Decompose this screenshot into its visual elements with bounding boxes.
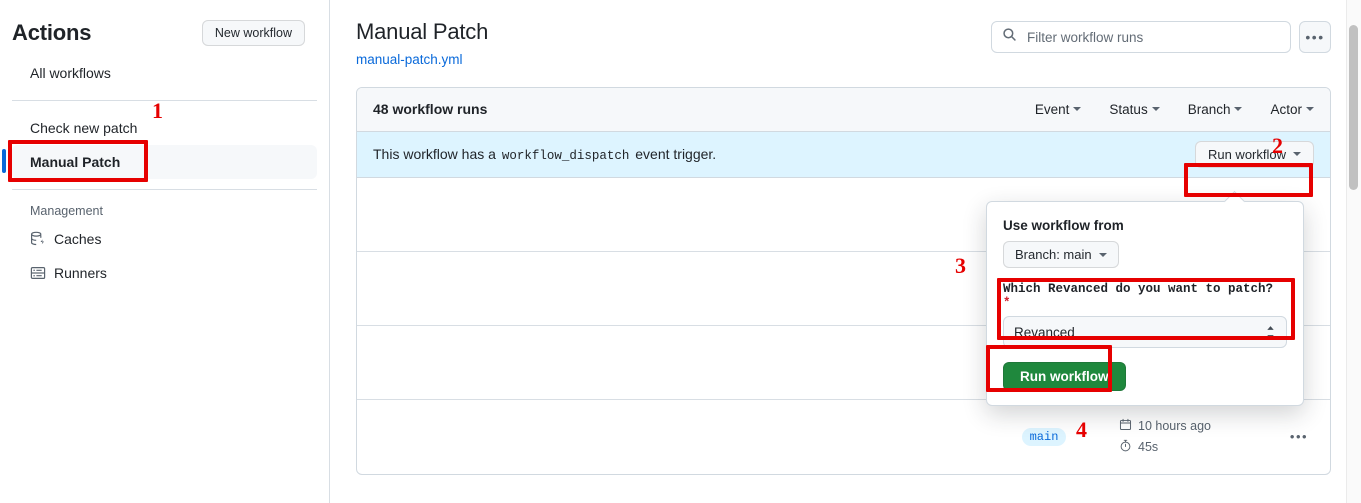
run-workflow-submit-button[interactable]: Run workflow [1003,362,1126,391]
search-input[interactable] [1025,28,1280,46]
workflow-title: Manual Patch [356,19,489,44]
chevron-down-icon [1234,107,1243,111]
branch-select-button[interactable]: Branch: main [1003,241,1119,268]
more-options-button[interactable]: ••• [1299,21,1331,53]
stepper-icon [1265,325,1276,340]
chevron-down-icon [1306,107,1314,111]
run-duration: 45s [1119,439,1284,455]
sidebar-item-caches[interactable]: Caches [12,222,317,256]
search-icon [1002,27,1017,47]
chevron-down-icon [1098,252,1107,257]
filter-event[interactable]: Event [1035,102,1082,117]
sidebar-item-check-new-patch[interactable]: Check new patch [12,111,317,145]
sidebar-item-label: Runners [54,265,107,281]
sidebar-item-label: Check new patch [30,120,138,136]
run-duration-text: 45s [1138,440,1159,454]
page-scrollbar[interactable] [1346,0,1361,503]
new-workflow-button[interactable]: New workflow [201,20,305,46]
sidebar-item-label: Manual Patch [30,154,121,170]
header-actions: ••• [991,21,1331,53]
revanced-select-value: Revanced [1014,324,1075,340]
sidebar-item-all-workflows[interactable]: All workflows [12,56,317,90]
sidebar-divider-2 [12,189,317,190]
dispatch-text-after: event trigger. [635,145,717,162]
kebab-icon: ••• [1305,29,1325,45]
page-scrollbar-thumb[interactable] [1349,25,1358,190]
run-date: 10 hours ago [1119,418,1284,434]
patch-input-label: Which Revanced do you want to patch? * [1003,282,1287,310]
runs-toolbar: 48 workflow runs Event Status Branch [357,87,1330,132]
chevron-down-icon [1293,152,1301,156]
sidebar-item-manual-patch[interactable]: Manual Patch [2,145,317,179]
page-title: Actions [12,20,92,45]
table-row[interactable]: main 10 hours ago [357,400,1330,474]
cache-icon [30,231,46,247]
filter-branch-label: Branch [1187,101,1231,117]
workflow-header: Manual Patch manual-patch.yml ••• [331,0,1361,67]
sidebar-divider-1 [12,100,317,101]
workflow-list: All workflows [0,56,329,90]
run-date-text: 10 hours ago [1138,419,1211,433]
sidebar-item-runners[interactable]: Runners [12,256,317,290]
dispatch-text-before: This workflow has a [373,145,496,162]
patch-input-label-text: Which Revanced do you want to patch? [1003,282,1274,296]
server-icon [30,265,46,281]
filter-event-label: Event [1034,101,1070,117]
filter-actor-label: Actor [1270,101,1302,117]
chevron-down-icon [1073,107,1082,111]
actions-sidebar: Actions New workflow All workflows Check… [0,0,330,503]
run-workflow-dropdown-label: Run workflow [1207,146,1286,162]
filter-actor[interactable]: Actor [1270,102,1314,117]
management-list: Caches Runners [0,222,329,290]
run-branch-cell: main [969,427,1119,446]
stopwatch-icon [1119,439,1132,455]
dispatch-message: This workflow has a workflow_dispatch ev… [373,146,716,163]
filter-status-label: Status [1109,101,1148,117]
runs-count-label: 48 workflow runs [373,101,488,117]
dispatch-event-code: workflow_dispatch [501,148,630,163]
workflow-list-named: Check new patch Manual Patch [0,111,329,179]
sidebar-header: Actions New workflow [0,0,329,56]
chevron-down-icon [1151,107,1160,111]
filter-workflow-runs-box[interactable] [991,21,1291,53]
required-marker: * [1003,296,1011,310]
use-workflow-from-label: Use workflow from [1003,218,1124,233]
sidebar-item-label: All workflows [30,65,111,81]
branch-select-label: Branch: main [1015,247,1092,262]
workflow-title-block: Manual Patch manual-patch.yml [356,18,488,67]
run-meta-cell: 10 hours ago 45s [1119,418,1284,455]
sidebar-section-management: Management [30,204,103,218]
runs-filters: Event Status Branch Actor [1035,102,1314,117]
sidebar-item-label: Caches [54,231,102,247]
filter-branch[interactable]: Branch [1188,102,1243,117]
workflow-file-link[interactable]: manual-patch.yml [356,51,463,67]
branch-badge[interactable]: main [1021,427,1067,446]
filter-status[interactable]: Status [1109,101,1160,117]
run-workflow-panel: Use workflow from Branch: main Which Rev… [986,201,1304,406]
run-workflow-dropdown-button[interactable]: Run workflow [1194,140,1314,168]
revanced-select[interactable]: Revanced [1003,316,1287,348]
workflow-dispatch-banner: This workflow has a workflow_dispatch ev… [357,131,1330,178]
calendar-icon [1119,418,1132,434]
row-kebab-icon[interactable]: ••• [1289,429,1309,444]
